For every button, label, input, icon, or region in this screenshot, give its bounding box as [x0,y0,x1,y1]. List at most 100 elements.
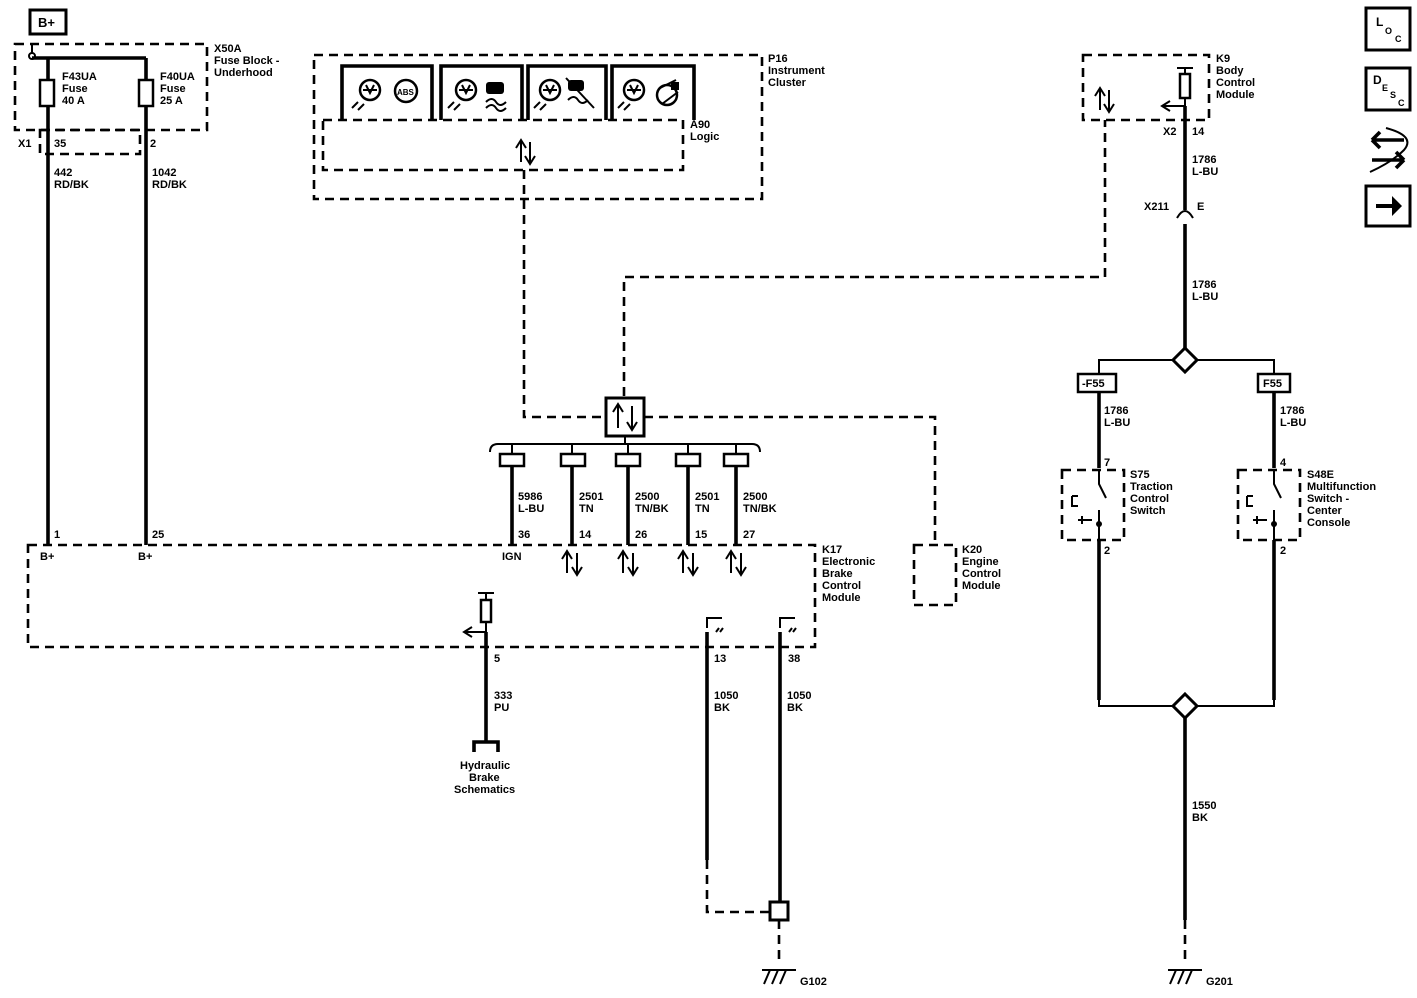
switch-s75-pin-7: 7 [1104,457,1110,469]
bcm-title-1: K9 [1216,53,1230,65]
hydraulic-ref-1: Hydraulic [460,760,510,772]
wire-1786b-color: L-BU [1192,291,1218,303]
wire-1050b-color: BK [787,702,803,714]
switch-s48e-title-3: Switch - [1307,493,1350,505]
traction-off-lamp-icon [565,77,595,109]
hydraulic-ref-3: Schematics [454,784,515,796]
ebcm-title-3: Brake [822,568,853,580]
ground-g102-circuit: 1050 BK 1050 BK G102 [705,632,827,988]
bcm-data-arrows-icon [1094,86,1115,114]
abs-lamp-text: ABS [397,88,415,97]
abs-indicator: ABS [340,64,434,120]
wire-1786a-id: 1786 [1192,154,1216,166]
ebcm-title-4: Control [822,580,861,592]
wire-1786b-id: 1786 [1192,279,1216,291]
option-minus-f55: -F55 [1082,378,1105,390]
wire-1786d-color: L-BU [1280,417,1306,429]
bcm-k9: K9 Body Control Module X2 14 [1081,53,1255,138]
fuse-block-title-3: Underhood [214,67,273,79]
wire-2501b-color: TN [695,503,710,515]
loc-letter-o: O [1385,26,1392,36]
ecm-title-4: Module [962,580,1001,592]
ebcm-k17: K17 Electronic Brake Control Module 1 B+… [26,529,875,742]
x1-pin-35: 35 [54,138,66,150]
traction-control-lamp-icon [485,82,507,112]
switch-s75: 7 2 S75 Traction Control Switch [1060,457,1173,700]
traction-off-indicator [526,64,608,120]
abs-lamp-icon [393,78,419,104]
ground-g102-icon [762,969,796,985]
wire-5986-id: 5986 [518,491,542,503]
wire-2500b-color: TN/BK [743,503,777,515]
ebcm-pin-13: 13 [714,653,726,665]
fuse2-line1: F40UA [160,71,195,83]
bcm-connector-x2: X2 [1163,126,1176,138]
ebcm-pin-36: 36 [518,529,530,541]
connector-view-icon[interactable] [1362,122,1414,178]
desc-letter-c: C [1398,98,1405,108]
traction-indicator [439,64,524,120]
bcm-signal-circuit: 1786 L-BU X211 E 1786 L-BU -F55 F55 1786… [1076,106,1306,468]
fuse-f43ua-icon [38,78,56,108]
wire-2500a-id: 2500 [635,491,659,503]
ground-splice-g102 [768,900,790,922]
fuse1-line3: 40 A [62,95,85,107]
wire-1050b-id: 1050 [787,690,811,702]
inline-connector-x211-label: X211 [1144,201,1169,213]
next-page-button[interactable] [1364,184,1412,228]
wire-1550-id: 1550 [1192,800,1216,812]
description-button[interactable]: D E S C [1364,66,1412,112]
ecm-k20: K20 Engine Control Module [912,543,1001,607]
wire-1786c-color: L-BU [1104,417,1130,429]
battery-positive-terminal: B+ [28,8,68,36]
fuse-block-x50a: F43UA Fuse 40 A F40UA Fuse 25 A X50A Fus… [13,42,280,156]
fuse-f40ua-icon [137,78,155,108]
ebcm-pin-1: 1 [54,529,60,541]
ecm-title-3: Control [962,568,1001,580]
wire-1042-id: 1042 [152,167,176,179]
option-f55: F55 [1263,378,1282,390]
switch-s48e-title-5: Console [1307,517,1350,529]
wire-1786c-id: 1786 [1104,405,1128,417]
ecm-title-1: K20 [962,544,982,556]
ebcm-pin-38: 38 [788,653,800,665]
data-link-splice [604,396,646,438]
wire-2501a-color: TN [579,503,594,515]
cluster-title-3: Cluster [768,77,807,89]
hydraulic-brake-reference: 333 PU Hydraulic Brake Schematics [454,690,515,796]
loc-letter-c: C [1395,34,1402,44]
wire-2501b-id: 2501 [695,491,719,503]
fuse-block-title-1: X50A [214,43,242,55]
ground-g201-circuit: 1550 BK G201 [1098,691,1275,988]
switch-s75-title-4: Switch [1130,505,1166,517]
splice-top-icon [1170,345,1200,375]
wire-1786d-id: 1786 [1280,405,1304,417]
data-arrows-icon [515,138,536,166]
wire-1550-color: BK [1192,812,1208,824]
wire-1786a-color: L-BU [1192,166,1218,178]
fuse-block-title-2: Fuse Block - [214,55,280,67]
logic-a90 [321,118,685,172]
battery-positive-label: B+ [38,15,55,30]
switch-s75-pin-2: 2 [1104,545,1110,557]
ground-g201-icon [1168,969,1202,985]
logic-title-2: Logic [690,131,719,143]
x1-pin-2: 2 [150,138,156,150]
switch-s48e-title-1: S48E [1307,469,1334,481]
location-button[interactable]: L O C [1364,6,1412,52]
switch-s75-title-1: S75 [1130,469,1150,481]
logic-title-1: A90 [690,119,710,131]
wire-1050a-color: BK [714,702,730,714]
ground-g102-label: G102 [800,976,827,988]
ebcm-pin-27: 27 [743,529,755,541]
fuse1-line2: Fuse [62,83,88,95]
bcm-title-2: Body [1216,65,1244,77]
desc-letter-e: E [1382,83,1388,93]
brake-lamp-icon [655,79,679,107]
pin-data-arrows-icon [561,549,747,577]
bcm-title-3: Control [1216,77,1255,89]
wire-333-id: 333 [494,690,512,702]
bcm-title-4: Module [1216,89,1255,101]
wire-2500b-id: 2500 [743,491,767,503]
